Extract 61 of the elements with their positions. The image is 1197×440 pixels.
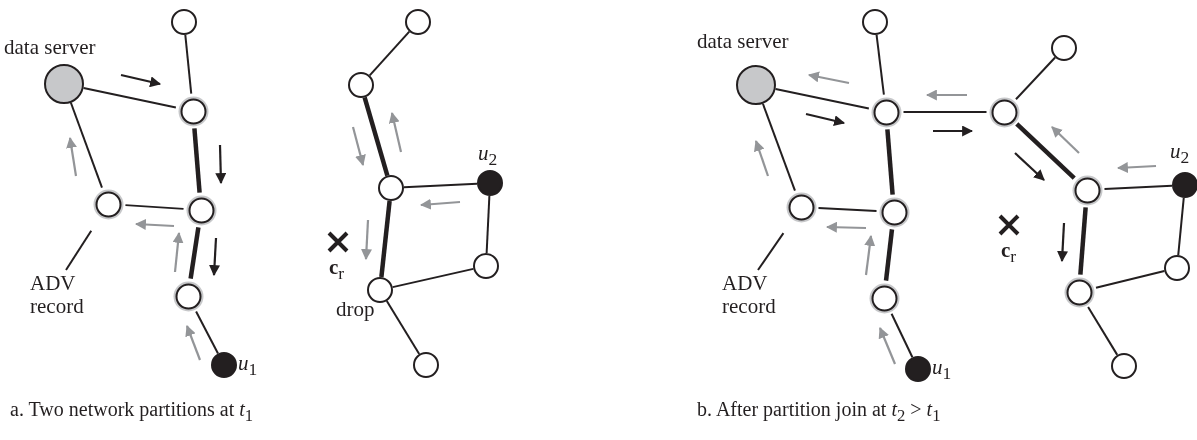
link-line (188, 226, 201, 280)
link-line (192, 128, 202, 193)
link-line (485, 195, 491, 254)
link-line (1015, 122, 1076, 180)
network-node (413, 352, 439, 378)
link-line (124, 204, 185, 210)
link-line (761, 102, 796, 192)
network-node (378, 175, 404, 201)
link-line (1078, 207, 1088, 275)
link-line (774, 88, 870, 110)
user-node (905, 356, 931, 382)
link-line (1177, 196, 1185, 257)
link-line (195, 310, 219, 355)
node-caption: u$_{2}$ (1170, 140, 1190, 170)
math-label: c$_{r}$ (329, 255, 345, 286)
link-line (817, 206, 878, 213)
node-caption: u$_{2}$ (478, 142, 498, 172)
network-node (862, 9, 888, 35)
text-label: ADV record (30, 272, 110, 318)
link-line (1014, 56, 1057, 101)
network-node (367, 277, 393, 303)
leader-line (65, 229, 93, 271)
link-line (1087, 305, 1119, 356)
link-line (1103, 184, 1173, 191)
math-label: c$_{r}$ (1001, 238, 1017, 269)
link-line (883, 229, 895, 281)
figure-caption: a. Two network partitions at t$_{1}$ (10, 397, 254, 427)
link-line (875, 33, 885, 96)
link-line (1095, 270, 1166, 289)
link-line (385, 300, 421, 355)
network-node (1051, 35, 1077, 61)
network-node (171, 9, 197, 35)
link-line (885, 129, 895, 195)
network-node (405, 9, 431, 35)
network-node (1164, 255, 1190, 281)
node-caption: drop (336, 298, 375, 321)
node-caption: data server (697, 30, 789, 53)
node-caption: u$_{1}$ (238, 352, 258, 382)
link-line (902, 111, 988, 113)
text-label: ADV record (722, 272, 802, 318)
network-node (348, 72, 374, 98)
user-node (1172, 172, 1197, 198)
network-node (1111, 353, 1137, 379)
link-line (890, 312, 914, 359)
link-line (184, 33, 193, 95)
link-line (82, 87, 177, 109)
link-line (391, 267, 475, 289)
network-node (473, 253, 499, 279)
server-node (44, 64, 84, 104)
link-line (69, 101, 103, 189)
user-node (477, 170, 503, 196)
user-node (211, 352, 237, 378)
link-line (368, 30, 411, 77)
link-line (362, 96, 390, 177)
link-line (379, 200, 392, 278)
link-line (403, 182, 478, 189)
server-node (736, 65, 776, 105)
figure-caption: b. After partition join at t$_{2}$ > t$_{1}$ (697, 397, 941, 427)
leader-line (757, 232, 785, 271)
node-caption: data server (4, 36, 96, 59)
node-caption: u$_{1}$ (932, 356, 952, 386)
